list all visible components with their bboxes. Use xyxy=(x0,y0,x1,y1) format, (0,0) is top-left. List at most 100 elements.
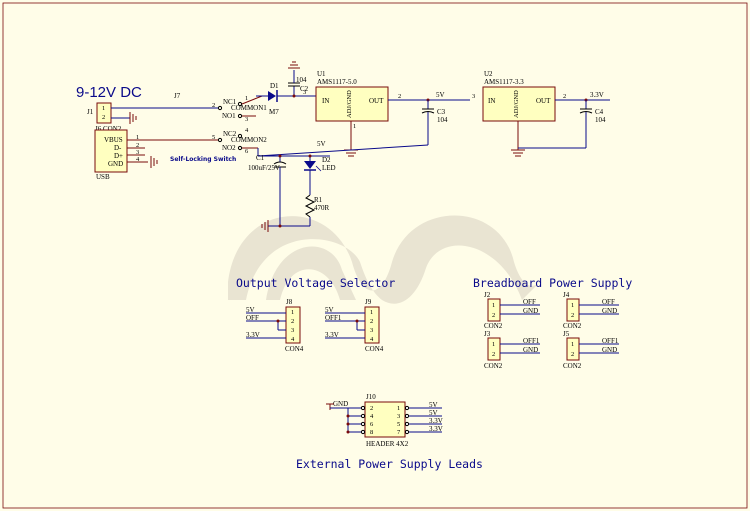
j10-ref: J10 xyxy=(366,393,376,401)
sw-no2: NO2 xyxy=(222,144,236,152)
net-3v3: 3.3V xyxy=(590,91,604,99)
sw-pin4: 4 xyxy=(245,127,249,134)
led-5v-label: 5V xyxy=(317,140,326,148)
j1-name: J6 CON2 xyxy=(95,125,122,133)
usb-dplus: D+ xyxy=(114,152,123,160)
j5-net-off1: OFF1 xyxy=(602,337,619,345)
usb-vbus: VBUS xyxy=(104,136,123,144)
c4-ref: C4 xyxy=(595,108,604,116)
j2-net-gnd: GND xyxy=(523,307,538,315)
j5-ref: J5 xyxy=(563,330,570,338)
j5-p1: 1 xyxy=(571,341,574,348)
u2-out: OUT xyxy=(536,97,551,105)
j1-pin1: 1 xyxy=(102,105,105,112)
net-5v: 5V xyxy=(436,91,445,99)
j9-connector: J9 1 2 3 4 CON4 5V OFF1 3.3V xyxy=(325,298,384,353)
sw-nc1: NC1 xyxy=(223,98,237,106)
j10-lp2: 2 xyxy=(370,405,373,412)
svg-text:2: 2 xyxy=(398,93,401,100)
switch-label: Self-Locking Switch xyxy=(170,156,236,163)
j8-name: CON4 xyxy=(285,345,304,353)
self-locking-switch: 2 1 NC1 COMMON1 NO1 3 5 4 NC2 COMMON2 NO… xyxy=(170,95,267,163)
j4-name: CON2 xyxy=(563,322,582,330)
j10-net-5: 3.3V xyxy=(429,417,443,425)
j8-p3: 3 xyxy=(291,327,294,334)
j3-name: CON2 xyxy=(484,362,503,370)
c2-ref: C2 xyxy=(300,85,309,93)
c1-capacitor: C1 100uF/25V xyxy=(248,154,287,226)
svg-text:3: 3 xyxy=(472,93,475,100)
j4-p2: 2 xyxy=(571,312,574,319)
u1-ref: U1 xyxy=(317,70,326,78)
j8-ref: J8 xyxy=(286,298,293,306)
sw-pin1: 1 xyxy=(245,95,248,102)
j1-connector: J1 1 2 J6 CON2 xyxy=(87,102,218,133)
usb-connector: VBUS D- D+ GND USB 1 2 3 4 xyxy=(94,129,218,181)
j10-name: HEADER 4X2 xyxy=(366,440,409,448)
c4-val: 104 xyxy=(595,116,606,124)
sw-common2: COMMON2 xyxy=(231,136,267,144)
svg-text:3: 3 xyxy=(303,89,306,96)
u2-in: IN xyxy=(488,97,495,105)
usb-name: USB xyxy=(96,173,110,181)
u2-regulator: U2 AMS1117-3.3 IN OUT ADJ/GND 3 2 3.3V xyxy=(472,70,610,157)
j9-p3: 3 xyxy=(370,327,373,334)
j5-name: CON2 xyxy=(563,362,582,370)
j7-ref: J7 xyxy=(174,92,181,100)
section-title-external: External Power Supply Leads xyxy=(296,457,483,471)
j9-net-5v: 5V xyxy=(325,306,334,314)
j1-ref: J1 xyxy=(87,108,94,116)
c3-ref: C3 xyxy=(437,108,446,116)
svg-text:2: 2 xyxy=(563,93,566,100)
j10-lp8: 8 xyxy=(370,429,373,436)
j10-rp1: 1 xyxy=(397,405,400,412)
c3-val: 104 xyxy=(437,116,448,124)
c1-val: 100uF/25V xyxy=(248,164,280,172)
j3-p2: 2 xyxy=(492,351,495,358)
usb-num2: 2 xyxy=(136,142,139,149)
j4-ref: J4 xyxy=(563,291,570,299)
j10-net-gnd: GND xyxy=(333,400,348,408)
j4-p1: 1 xyxy=(571,302,574,309)
j9-p2: 2 xyxy=(370,318,373,325)
svg-text:1: 1 xyxy=(353,123,356,130)
j4-net-gnd: GND xyxy=(602,307,617,315)
j10-lp6: 6 xyxy=(370,421,374,428)
u2-ref: U2 xyxy=(484,70,493,78)
sw-pin5: 5 xyxy=(212,134,215,141)
j10-net-3: 5V xyxy=(429,409,438,417)
d2-led: D2 LED xyxy=(304,154,336,195)
d1-val: M7 xyxy=(269,108,279,116)
input-voltage-label: 9-12V DC xyxy=(76,84,142,101)
j10-header: J10 2 4 6 8 1 3 5 7 HEADER 4X2 GND 5V xyxy=(326,393,443,448)
j10-lp4: 4 xyxy=(370,413,374,420)
j3-net-off1: OFF1 xyxy=(523,337,540,345)
c3-capacitor: C3 104 xyxy=(421,100,448,145)
j10-rp3: 3 xyxy=(397,413,400,420)
d2-val: LED xyxy=(322,164,336,172)
section-title-breadboard: Breadboard Power Supply xyxy=(473,276,632,290)
j10-net-7: 3.3V xyxy=(429,425,443,433)
j3-connector: J3 1 2 CON2 OFF1 GND xyxy=(484,330,540,370)
sw-common1: COMMON1 xyxy=(231,104,267,112)
sw-nc2: NC2 xyxy=(223,130,237,138)
j2-connector: J2 1 2 CON2 OFF GND xyxy=(484,291,540,330)
usb-num3: 3 xyxy=(136,149,139,156)
j10-rp7: 7 xyxy=(397,429,401,436)
u1-out: OUT xyxy=(369,97,384,105)
j10-rp5: 5 xyxy=(397,421,400,428)
sw-pin6: 6 xyxy=(245,148,249,155)
j4-connector: J4 1 2 CON2 OFF GND xyxy=(563,291,619,330)
j2-p1: 1 xyxy=(492,302,495,309)
j3-net-gnd: GND xyxy=(523,346,538,354)
u1-in: IN xyxy=(322,97,329,105)
j5-p2: 2 xyxy=(571,351,574,358)
j9-p4: 4 xyxy=(370,336,374,343)
j5-net-gnd: GND xyxy=(602,346,617,354)
j8-net-off: OFF xyxy=(246,314,259,322)
section-title-output-selector: Output Voltage Selector xyxy=(236,276,395,290)
j2-p2: 2 xyxy=(492,312,495,319)
